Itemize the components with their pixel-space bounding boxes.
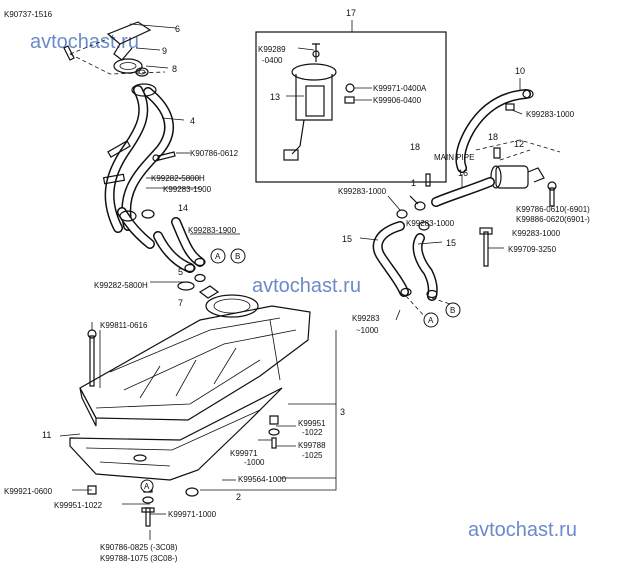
callout-18-right: 18 — [488, 132, 498, 142]
part-k99709-3250: K99709-3250 — [508, 245, 557, 254]
connector-b-pipe — [445, 302, 461, 318]
part-k99971-1000-a-line1: K99971 — [230, 449, 258, 458]
callout-13: 13 — [270, 92, 280, 102]
callout-2: 2 — [236, 492, 241, 502]
callout-18-left: 18 — [410, 142, 420, 152]
callout-10: 10 — [515, 66, 525, 76]
part-k99921-0600: K99921-0600 — [4, 487, 53, 496]
part-k99971-1000-a-line2: -1000 — [244, 458, 265, 467]
part-k99283-1000-e-line1: K99283 — [352, 314, 380, 323]
filler-cap-assembly — [63, 21, 166, 77]
fuel-tank — [79, 285, 311, 427]
part-k99971-1000-b: K99971-1000 — [168, 510, 217, 519]
fuel-pump-box — [255, 20, 447, 183]
connector-b-tank — [230, 248, 246, 264]
part-k99906-0400: K99906-0400 — [373, 96, 422, 105]
main-pipe-label: MAIN PIPE — [434, 153, 474, 162]
part-k99283-1000-d: K99283-1000 — [512, 229, 561, 238]
callout-5: 5 — [178, 267, 183, 277]
callout-15-left: 15 — [342, 234, 352, 244]
callout-1: 1 — [411, 178, 416, 188]
part-k99283-1000-c: K99283-1000 — [406, 219, 455, 228]
part-k99788-1075: K99788-1075 (3C08-) — [100, 554, 178, 563]
part-k99788-1025-line2: -1025 — [302, 451, 323, 460]
part-k90786-0612: K90786-0612 — [190, 149, 239, 158]
connector-a-plate-label: A — [144, 482, 150, 491]
filler-neck-pipe — [102, 83, 190, 233]
part-k99283-1900-b: K99283-1900 — [188, 226, 237, 235]
callout-9: 9 — [162, 46, 167, 56]
callout-14: 14 — [178, 203, 188, 213]
connector-a-pipe — [423, 312, 439, 328]
part-k99811-0616: K99811-0616 — [100, 321, 148, 330]
callout-16: 16 — [458, 168, 468, 178]
part-k99283-1000-b: K99283-1000 — [338, 187, 387, 196]
connector-a-tank — [210, 248, 226, 264]
watermark-top-left: avtochast.ru — [30, 31, 139, 53]
callout-3: 3 — [340, 407, 345, 417]
part-k99283-1000-a: K99283-1000 — [526, 110, 575, 119]
part-k99282-5800h-b: K99282-5800H — [94, 281, 148, 290]
callout-15-right: 15 — [446, 238, 456, 248]
callout-6: 6 — [175, 24, 180, 34]
part-k99786-0610: K99786-0610(-6901) — [516, 205, 590, 214]
callout-11: 11 — [42, 430, 51, 440]
part-k99283-1900-a: K99283-1900 — [163, 185, 212, 194]
part-k99289-0400-line2: -0400 — [262, 56, 283, 65]
part-k99951-1022-a-line1: K99951 — [298, 419, 326, 428]
connector-a-pipe-label: A — [428, 316, 434, 325]
callout-8: 8 — [172, 64, 177, 74]
filler-hose-set — [117, 177, 240, 291]
part-k90786-0825: K90786-0825 (-3C08) — [100, 543, 178, 552]
callout-17: 17 — [346, 8, 356, 18]
part-k99971-0400a: K99971-0400A — [373, 84, 427, 93]
part-k99951-1022-a-line2: -1022 — [302, 428, 323, 437]
part-k99289-0400-line1: K99289 — [258, 45, 286, 54]
part-k99788-1025-line1: K99788 — [298, 441, 326, 450]
tank-protector-plate — [69, 387, 283, 481]
watermark-bottom-right: avtochast.ru — [468, 519, 577, 541]
callout-12: 12 — [514, 139, 524, 149]
part-k99564-1000: K99564-1000 — [238, 475, 287, 484]
connector-b-pipe-label: B — [450, 306, 455, 315]
part-k99886-0620: K99886-0620(6901-) — [516, 215, 590, 224]
callout-4: 4 — [190, 116, 195, 126]
connector-b-tank-label: B — [235, 252, 240, 261]
part-k90737-1516: K90737-1516 — [4, 10, 53, 19]
connector-a-tank-label: A — [215, 252, 221, 261]
connector-a-plate — [140, 479, 154, 493]
part-k99282-5800h-a: K99282-5800H — [151, 174, 205, 183]
main-pipe-assembly — [359, 78, 561, 321]
tank-bolts — [87, 329, 280, 527]
part-k99951-1022-b: K99951-1022 — [54, 501, 103, 510]
watermark-center: avtochast.ru — [252, 275, 361, 297]
part-k99283-1000-e-line2: ~1000 — [356, 326, 379, 335]
callout-7: 7 — [178, 298, 183, 308]
